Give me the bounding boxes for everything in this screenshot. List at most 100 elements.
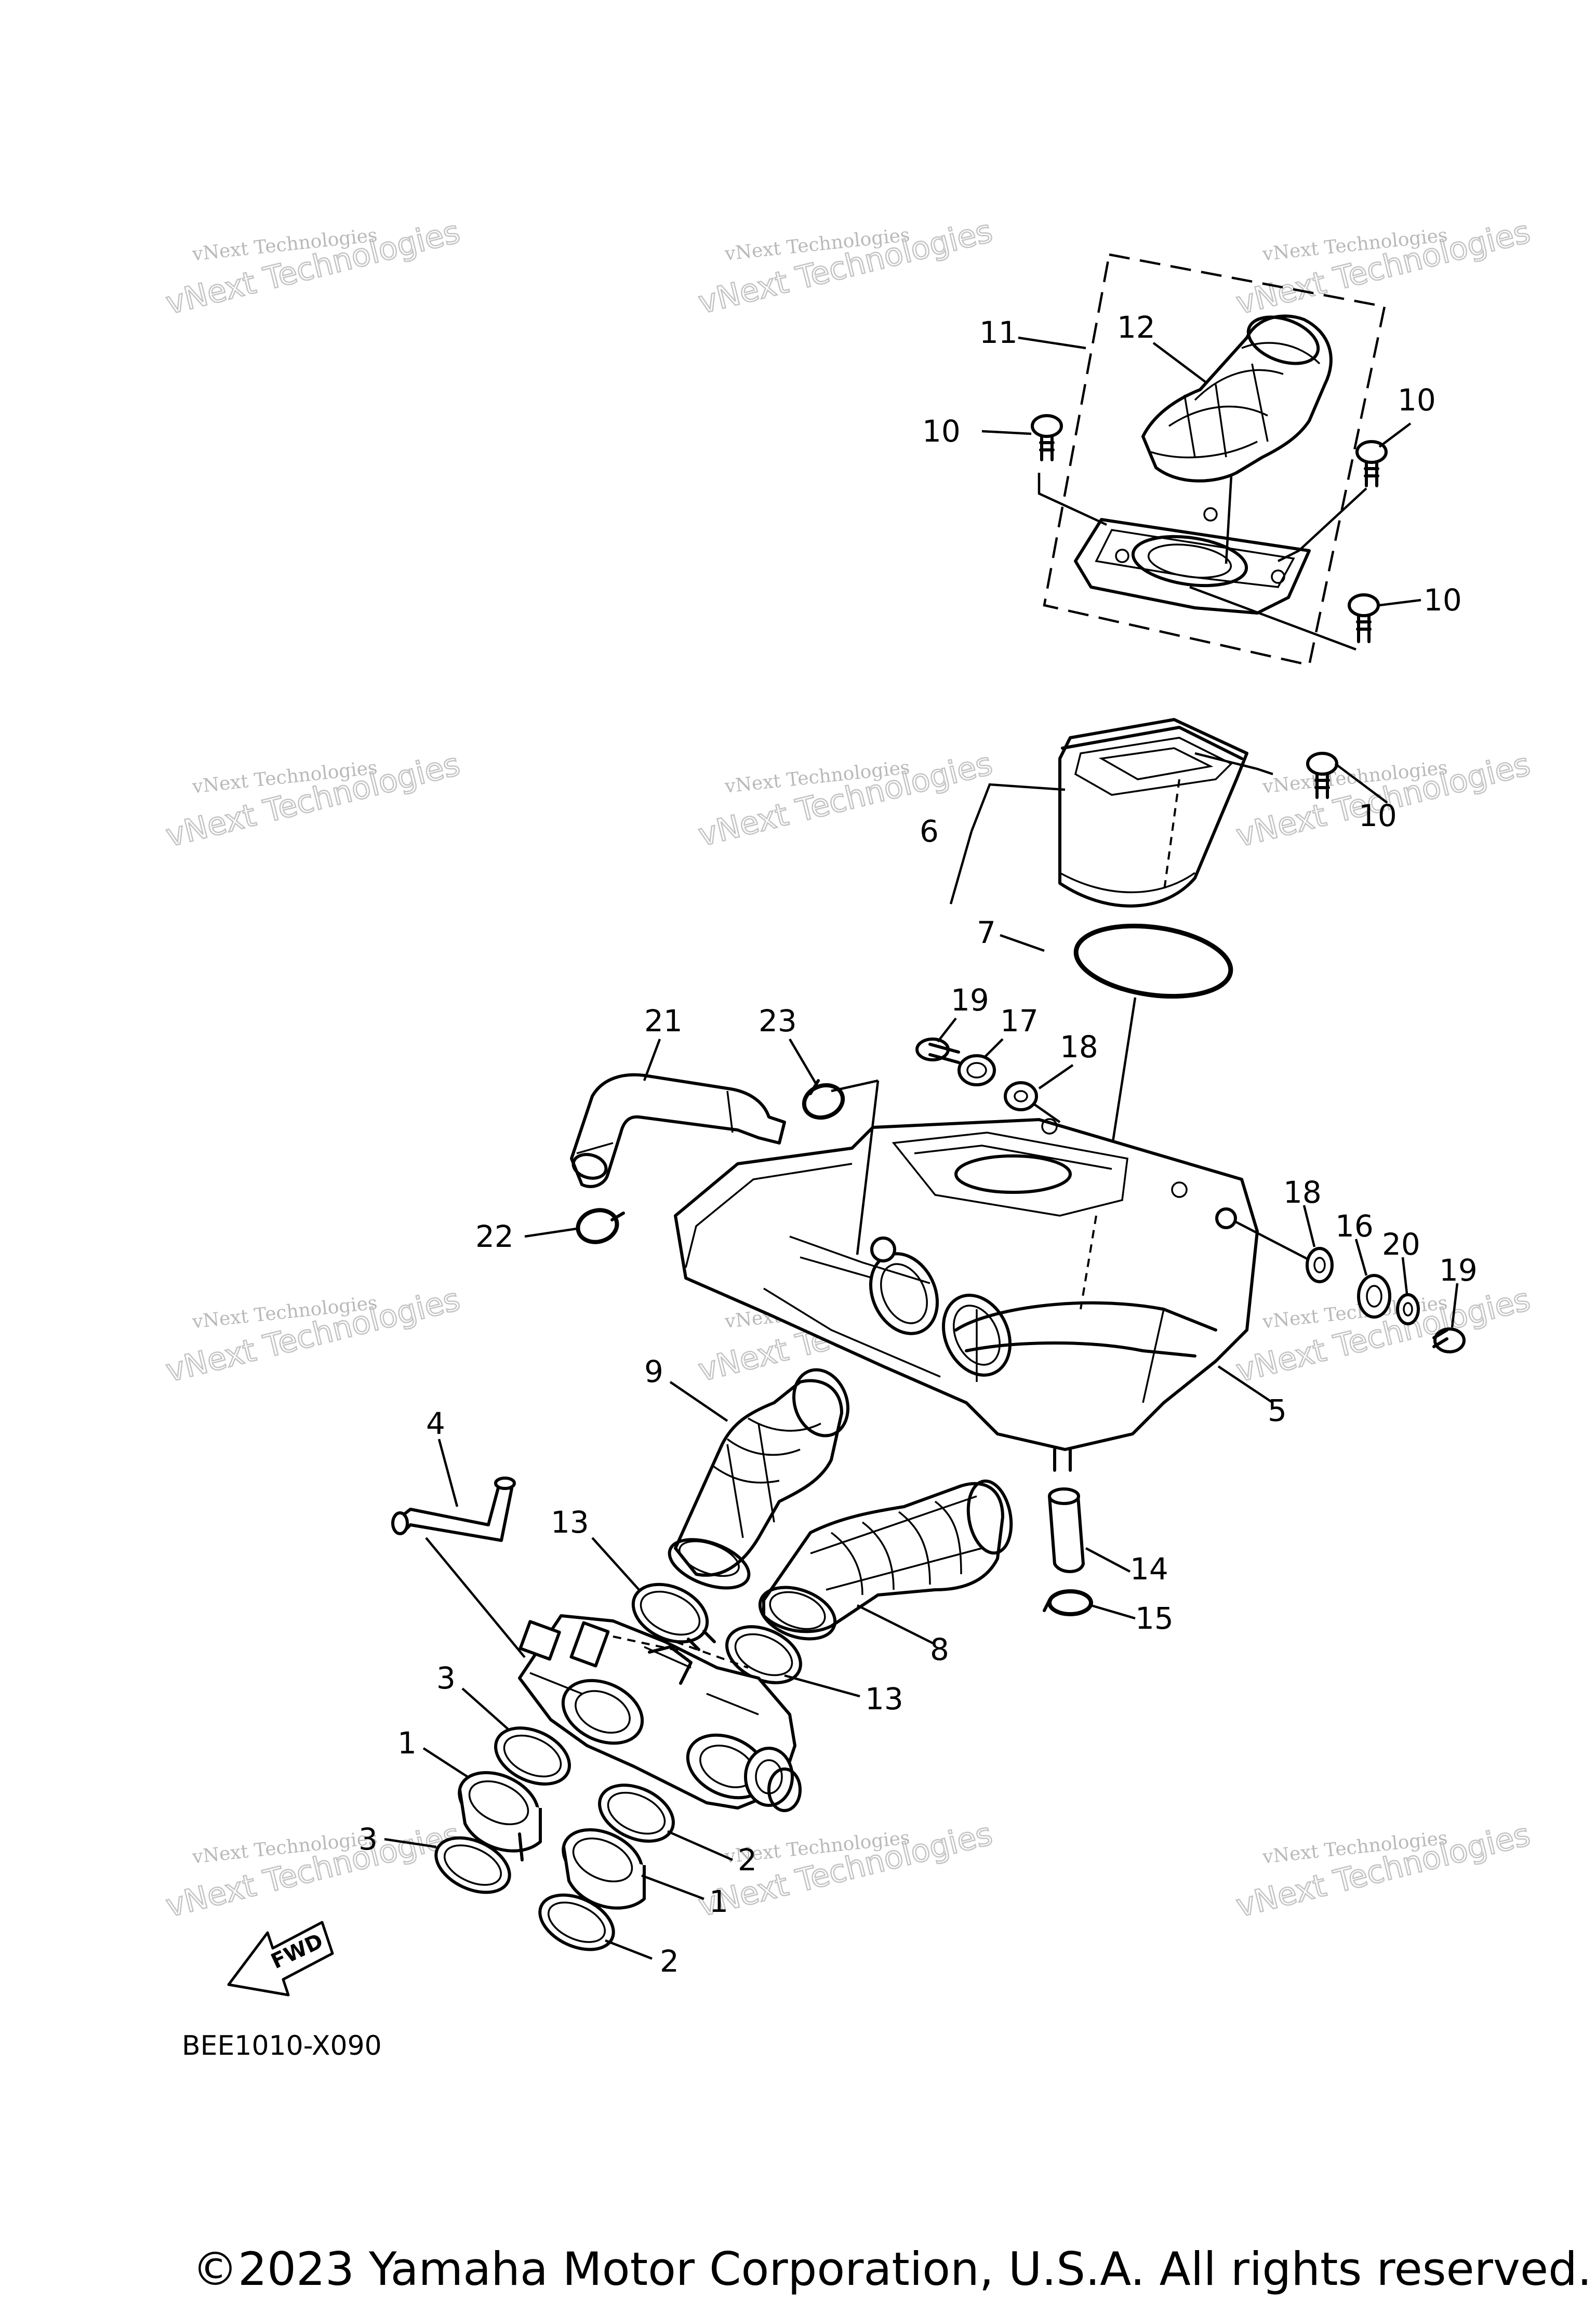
leader-1-b: [641, 1874, 704, 1900]
hose-clamp-23: [802, 1079, 845, 1120]
watermark-r1c2: vNext Technologies vNext Technologies: [694, 212, 996, 322]
callout-1: 1: [709, 1884, 728, 1919]
callout-20: 20: [1382, 1227, 1420, 1262]
leader-2-a: [667, 1830, 733, 1861]
callout-10: 10: [1359, 798, 1397, 833]
callout-14: 14: [1130, 1551, 1168, 1587]
callout-10: 10: [1424, 582, 1462, 618]
leader-9: [669, 1381, 728, 1422]
leader-21: [643, 1039, 661, 1081]
callout-7: 7: [977, 915, 996, 950]
drain-hose-14: [1048, 1487, 1085, 1573]
svg-text:vNext Technologies: vNext Technologies: [163, 214, 464, 322]
callout-3: 3: [436, 1660, 456, 1696]
fwd-arrow-icon: FWD: [227, 1921, 334, 1997]
callout-10: 10: [1398, 382, 1436, 418]
callout-19: 19: [1439, 1253, 1478, 1288]
callout-2: 2: [660, 1944, 679, 1979]
collar-18-upper: [1004, 1081, 1038, 1111]
leader-14: [1085, 1547, 1131, 1573]
watermark-r4c1: vNext Technologies vNext Technologies: [162, 1816, 464, 1925]
leader-6a: [970, 783, 1066, 832]
leader-23: [789, 1038, 817, 1084]
clamp-2-a: [598, 1784, 675, 1843]
bolt-10-a: [1031, 414, 1063, 461]
svg-text:vNext Technologies: vNext Technologies: [163, 746, 464, 854]
leader-19-side: [1451, 1283, 1459, 1328]
callout-4: 4: [426, 1406, 445, 1441]
leader-18-upper: [1038, 1064, 1074, 1089]
leader-13-b: [784, 1674, 860, 1698]
assembly-box-11: [1043, 253, 1386, 667]
callout-13: 13: [865, 1681, 903, 1717]
leader-6b: [949, 831, 973, 905]
leader-4: [437, 1439, 459, 1507]
clamp-15: [1043, 1589, 1093, 1616]
breather-hose-21: [570, 1073, 786, 1188]
clamp-3-b: [434, 1836, 511, 1894]
callout-23: 23: [759, 1003, 797, 1039]
watermark-r4c3: vNext Technologies vNext Technologies: [1232, 1816, 1534, 1925]
grommet-16: [1357, 1274, 1391, 1319]
leader-18-side: [1302, 1205, 1316, 1247]
clamp-3-a: [494, 1726, 571, 1786]
leader-5: [1217, 1365, 1274, 1404]
leader-13-a: [591, 1537, 640, 1591]
hose-clamp-22: [576, 1208, 625, 1244]
svg-text:vNext Technologies: vNext Technologies: [1233, 214, 1534, 322]
leader-10d: [1334, 763, 1388, 804]
washer-20: [1396, 1293, 1420, 1325]
callout-13: 13: [551, 1505, 589, 1540]
clamp-13-b: [725, 1625, 802, 1684]
callout-9: 9: [644, 1354, 663, 1389]
grommet-17: [957, 1054, 996, 1086]
carb-joint-1-b: [562, 1828, 646, 1910]
callout-12: 12: [1117, 310, 1155, 345]
throttle-body: [518, 1614, 802, 1812]
leader-18-box: [1033, 1103, 1061, 1123]
leader-12: [1152, 342, 1206, 383]
callout-18: 18: [1060, 1029, 1098, 1065]
intake-boot-8: [758, 1479, 1013, 1641]
bolt-10-b: [1355, 440, 1388, 487]
leader-8: [856, 1604, 936, 1646]
watermark-r3c1: vNext Technologies vNext Technologies: [162, 1281, 464, 1390]
intake-boot-9: [668, 1368, 849, 1590]
clamp-2-b: [538, 1893, 615, 1951]
callout-21: 21: [644, 1003, 683, 1039]
clamp-13-a: [631, 1582, 716, 1651]
svg-text:vNext Technologies: vNext Technologies: [163, 1281, 464, 1389]
callout-16: 16: [1335, 1208, 1374, 1244]
leader-15: [1090, 1604, 1136, 1620]
bolt-19-upper: [915, 1038, 960, 1064]
svg-text:vNext Technologies: vNext Technologies: [695, 746, 996, 854]
leader-23-box: [831, 1079, 880, 1255]
o-ring-7: [1073, 923, 1233, 999]
leader-2-b: [605, 1939, 653, 1960]
svg-text:vNext Technologies: vNext Technologies: [695, 213, 996, 321]
diagram-reference-code: BEE1010-X090: [182, 2030, 382, 2062]
air-box-5: [674, 1118, 1259, 1472]
leader-box-c: [1189, 586, 1356, 651]
leader-3-a: [461, 1687, 510, 1731]
leader-19-upper: [937, 1017, 957, 1043]
leader-10a: [981, 430, 1032, 435]
bolt-10-c: [1348, 593, 1380, 643]
watermark-r2c1: vNext Technologies vNext Technologies: [162, 746, 464, 855]
copyright-notice: ©2023 Yamaha Motor Corporation, U.S.A. A…: [192, 2242, 1592, 2296]
callout-2: 2: [738, 1842, 757, 1878]
leader-10b: [1378, 422, 1412, 448]
callout-11: 11: [979, 315, 1018, 350]
leader-box-b: [1277, 487, 1367, 563]
watermark-r2c2: vNext Technologies vNext Technologies: [694, 745, 996, 855]
callout-15: 15: [1135, 1601, 1174, 1636]
vent-pipe-4: [391, 1477, 516, 1542]
leader-16: [1354, 1239, 1368, 1276]
svg-text:vNext Technologies: vNext Technologies: [163, 1816, 464, 1924]
callout-5: 5: [1268, 1393, 1287, 1428]
callout-1: 1: [397, 1725, 417, 1761]
leader-box-a: [1038, 473, 1107, 526]
air-filter-6: [1058, 718, 1273, 908]
leader-22: [524, 1227, 577, 1238]
